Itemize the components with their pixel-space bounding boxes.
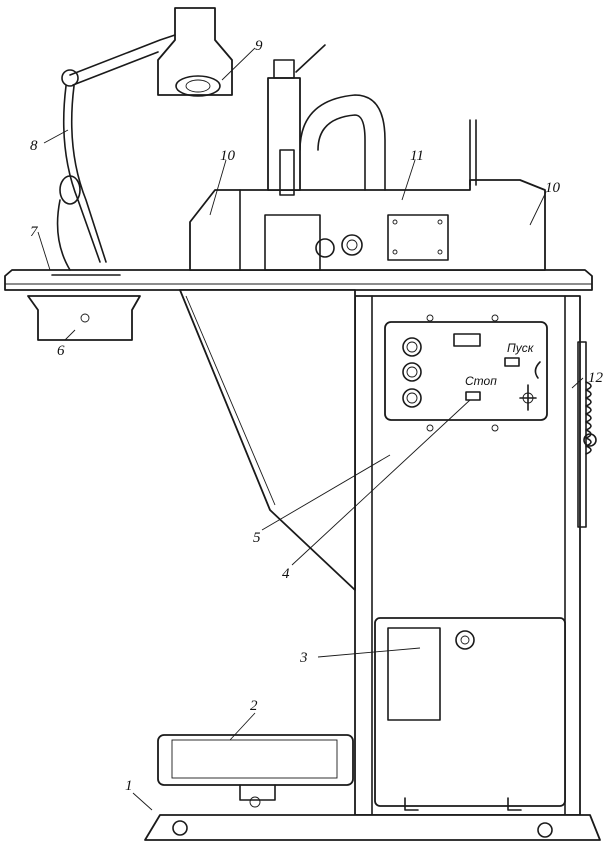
base (144, 796, 601, 841)
callout-6: 6 (57, 343, 65, 359)
callout-9: 9 (255, 38, 263, 54)
slanted-support (179, 289, 356, 591)
callout-labels: 1 2 3 4 5 6 7 8 9 10 10 11 12 (30, 38, 604, 794)
spindle-column (267, 44, 326, 196)
callout-7: 7 (30, 224, 39, 240)
leader-lines (37, 47, 584, 811)
stop-label: Стоп (465, 374, 497, 388)
callout-8: 8 (30, 138, 38, 154)
callout-10-right: 10 (545, 180, 561, 196)
lower-door (374, 617, 566, 811)
table-top (4, 269, 593, 291)
callout-4: 4 (282, 566, 290, 582)
lamp (51, 7, 233, 276)
callout-1: 1 (125, 778, 133, 794)
drawer (27, 295, 141, 341)
control-panel: Пуск Стоп (384, 314, 548, 432)
callout-2: 2 (250, 698, 258, 714)
callout-3: 3 (299, 650, 308, 666)
callout-10-left: 10 (220, 148, 236, 164)
pedal (157, 734, 354, 801)
callout-5: 5 (253, 530, 261, 546)
side-handwheel (577, 341, 597, 528)
machine-head (189, 94, 546, 271)
start-label: Пуск (507, 341, 535, 355)
callout-11: 11 (410, 148, 424, 164)
callout-12: 12 (588, 370, 604, 386)
